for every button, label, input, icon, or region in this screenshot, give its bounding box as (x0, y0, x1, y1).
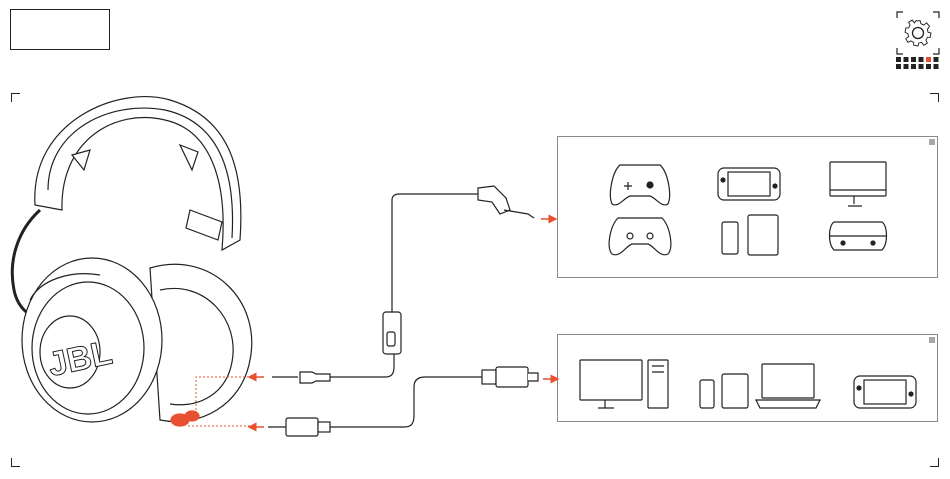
ear-cup-back (150, 264, 252, 421)
laptop-icon (756, 364, 820, 408)
playstation-controller-icon (609, 218, 671, 255)
phone-tablet-icon (700, 374, 748, 408)
desktop-pc-icon (580, 360, 668, 408)
monitor-icon (830, 162, 886, 206)
phone-tablet-icon (722, 215, 778, 255)
nintendo-switch-icon (854, 376, 916, 408)
vr-headset-icon (830, 222, 887, 250)
xbox-controller-icon (610, 165, 669, 205)
nintendo-switch-icon (718, 168, 780, 200)
audio-cable (272, 186, 534, 383)
